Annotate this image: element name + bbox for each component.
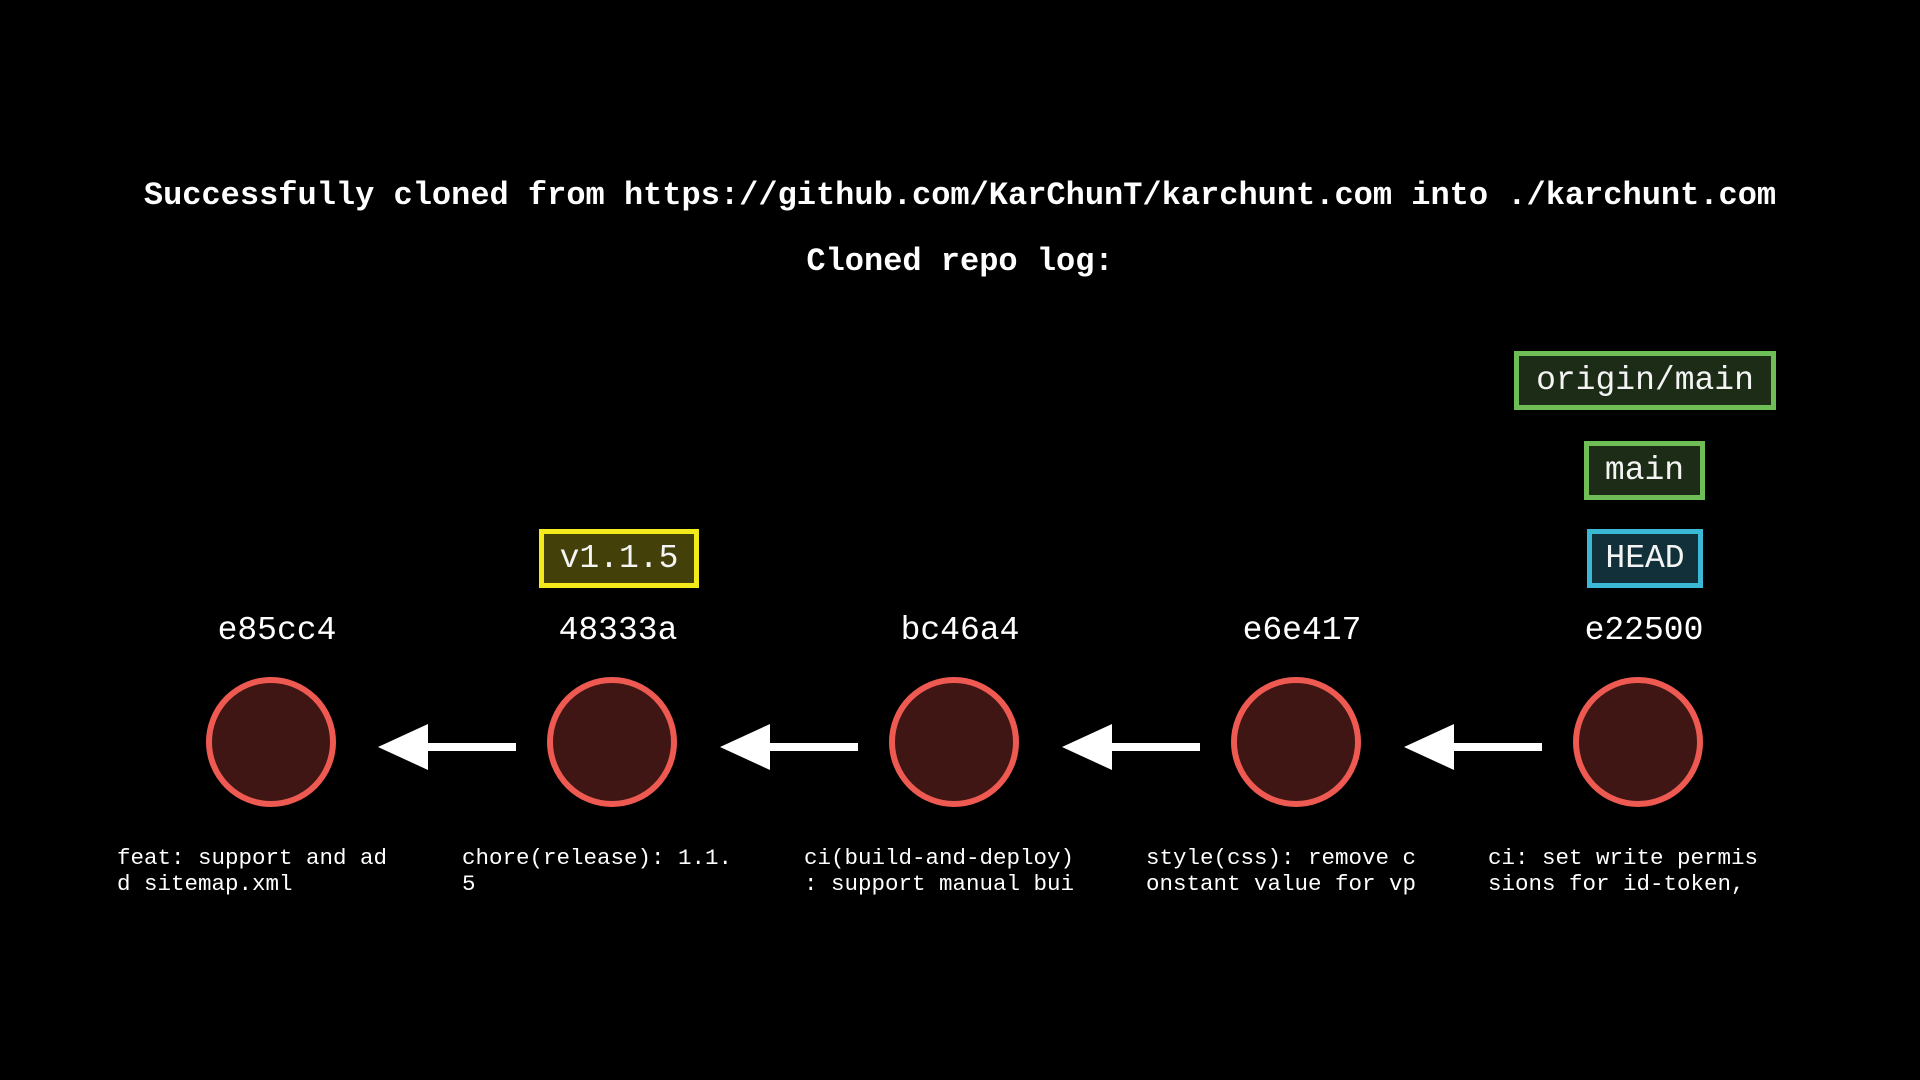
repo-log-subtitle: Cloned repo log: (806, 243, 1114, 280)
commit-hash: e22500 (1584, 612, 1704, 649)
commit-node-circle (547, 677, 677, 807)
commit-node-circle (889, 677, 1019, 807)
commit-message: ci(build-and-deploy) : support manual bu… (804, 845, 1075, 897)
commit-hash: bc46a4 (900, 612, 1020, 649)
arrow-left-icon (720, 724, 858, 770)
head-label-text: HEAD (1605, 540, 1685, 577)
branch-label-text: origin/main (1536, 362, 1754, 399)
commit-node-circle (206, 677, 336, 807)
commit-node-circle (1231, 677, 1361, 807)
commit-hash: e6e417 (1242, 612, 1362, 649)
arrow-left-icon (1062, 724, 1200, 770)
commit-message: feat: support and ad d sitemap.xml (117, 845, 388, 897)
commit-hash: 48333a (558, 612, 678, 649)
commit-message: style(css): remove c onstant value for v… (1146, 845, 1417, 897)
head-label: HEAD (1587, 529, 1703, 588)
tag-label-v1-1-5: v1.1.5 (539, 529, 699, 588)
commit-node-circle (1573, 677, 1703, 807)
branch-label-text: main (1604, 452, 1685, 489)
commit-hash: e85cc4 (217, 612, 337, 649)
branch-label-origin-main: origin/main (1514, 351, 1776, 410)
branch-label-main: main (1584, 441, 1705, 500)
tag-label-text: v1.1.5 (559, 540, 679, 577)
commit-message: chore(release): 1.1. 5 (462, 845, 733, 897)
commit-message: ci: set write permis sions for id-token, (1488, 845, 1759, 897)
arrow-left-icon (378, 724, 516, 770)
arrow-left-icon (1404, 724, 1542, 770)
clone-success-title: Successfully cloned from https://github.… (143, 177, 1777, 214)
